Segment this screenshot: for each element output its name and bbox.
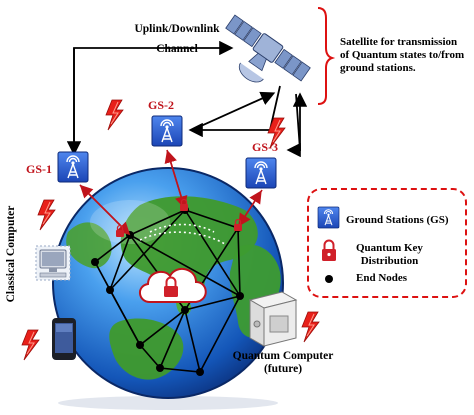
legend-qkd-label: Quantum Key Distribution (356, 242, 423, 268)
gs1-label: GS-1 (26, 162, 53, 176)
satellite-bracket (317, 7, 336, 105)
legend-ground-stations-label: Ground Stations (GS) (346, 214, 449, 226)
uplink-downlink-line1: Uplink/Downlink (134, 23, 220, 35)
legend-qkd-line1: Quantum Key (356, 242, 423, 254)
gs2-label: GS-2 (148, 98, 175, 112)
desktop-computer-icon (35, 245, 71, 281)
lightning-icon (37, 199, 56, 231)
uplink-downlink-line2: Channel (156, 43, 198, 55)
satellite-description-line3: ground stations. (340, 62, 416, 74)
classical-computer-label: Classical Computer (5, 205, 17, 303)
qkd-lock-icons (116, 198, 242, 237)
uplink-downlink-arrows (66, 40, 308, 158)
quantum-computer-icon (248, 291, 298, 347)
ground-station-2-icon (151, 115, 183, 147)
quantum-computer-line2: (future) (263, 363, 303, 375)
gs3-label: GS-3 (252, 140, 279, 154)
ground-station-1-icon (57, 151, 89, 183)
satellite-description-line1: Satellite for transmission (340, 36, 458, 48)
cloud-lock-icon (139, 267, 207, 303)
legend-end-nodes-label: End Nodes (356, 272, 408, 284)
ground-station-3-icon (245, 157, 277, 189)
lightning-icon (105, 99, 124, 131)
satellite-description-line2: of Quantum states to/from (340, 49, 465, 61)
lightning-icon (301, 311, 320, 343)
uplink-downlink-label: Uplink/Downlink Channel (110, 22, 244, 56)
legend-end-node-icon (325, 275, 333, 283)
satellite-description: Satellite for transmission of Quantum st… (340, 36, 464, 75)
quantum-computer-line1: Quantum Computer (232, 350, 334, 362)
legend-qkd-line2: Distribution (360, 255, 419, 267)
network-links-dotted (139, 223, 226, 245)
smartphone-icon (52, 318, 76, 360)
legend-lock-icon (322, 239, 336, 261)
lightning-icon (21, 329, 40, 361)
quantum-computer-label: Quantum Computer (future) (230, 350, 336, 376)
satellite-icon (225, 14, 311, 83)
legend (307, 188, 467, 298)
